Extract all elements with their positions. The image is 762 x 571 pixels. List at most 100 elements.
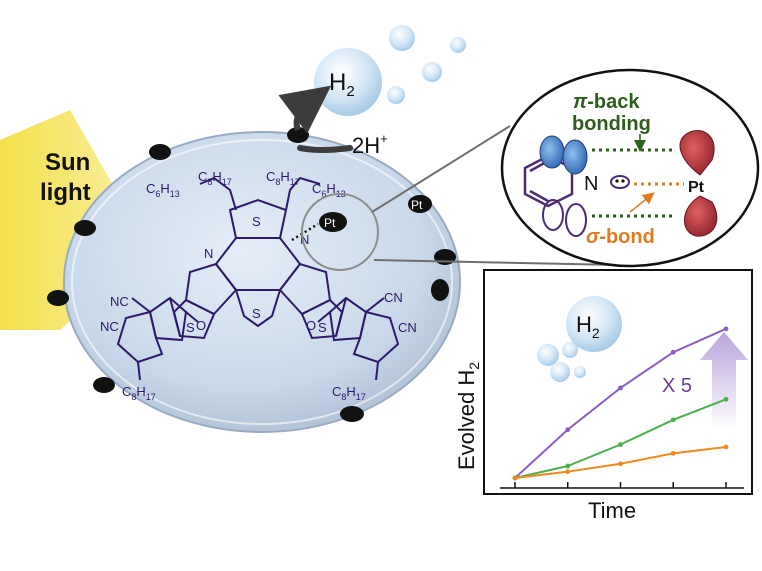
pt-particle	[47, 290, 69, 306]
small-bubble	[450, 37, 466, 53]
nitrogen-label: N	[584, 173, 598, 195]
series-point-2	[618, 461, 623, 467]
atom-s-top: S	[252, 214, 261, 229]
ketone-bond-left	[185, 311, 199, 323]
chart-series	[512, 326, 729, 481]
small-bubble	[387, 86, 405, 104]
series-point-0	[565, 427, 571, 433]
enhancement-annotation: X 5	[662, 375, 692, 397]
pt-coordinating-atom	[319, 212, 347, 232]
sunlight-label-line1: Sun	[45, 149, 90, 176]
pt-coordinating-label: Pt	[324, 216, 336, 230]
p-orbital-blue-icon	[539, 135, 565, 169]
chart-x-axis-title: Time	[588, 498, 636, 523]
atom-s-left: S	[186, 320, 195, 335]
branched-chain-right	[285, 176, 321, 211]
proton-label: 2H+	[352, 131, 388, 158]
series-point-1	[618, 442, 623, 447]
atom-o-right: O	[306, 318, 316, 333]
alkyl-c8h17-right: C8H17	[266, 169, 300, 187]
coordination-dotted-line	[291, 222, 319, 242]
branched-chain-left	[199, 176, 237, 211]
thiophene-ring-top	[228, 198, 288, 239]
series-point-2	[565, 469, 571, 475]
h2-bubble	[314, 48, 382, 116]
atom-n-right: N	[300, 232, 309, 247]
chart-y-axis-title: Evolved H2	[454, 362, 482, 470]
lone-pair-orbital-icon	[610, 175, 630, 189]
chart-bubble	[550, 362, 570, 382]
chart-bubble	[574, 366, 586, 378]
pt-particles	[47, 127, 456, 422]
pt-metal-label: Pt	[688, 179, 705, 196]
alkyl-c8h17-bottom-right: C8H17	[332, 384, 366, 402]
vinyl-right	[335, 297, 347, 337]
p-orbital-outline-icon	[542, 199, 564, 231]
small-bubble	[389, 25, 415, 51]
molecule-labels: C6H13 C8H17 C8H17 C6H13 N N S S S S O O …	[100, 169, 417, 402]
group-nc-top: NC	[110, 294, 129, 309]
molecule-structure	[116, 176, 400, 381]
series-point-1	[565, 463, 571, 469]
h2-bubble-label: H2	[329, 69, 355, 100]
series-point-0	[670, 349, 676, 355]
small-bubble	[422, 62, 442, 82]
group-cn-bottom: CN	[398, 320, 417, 335]
d-orbital-upper-icon	[679, 130, 715, 176]
x-axis-ticks	[514, 482, 727, 488]
indanone-left-five	[148, 296, 188, 342]
pi-back-bonding-line2: bonding	[572, 113, 651, 135]
zoom-circle	[301, 193, 379, 271]
ketone-bond-right	[317, 311, 331, 323]
atom-n-left: N	[204, 246, 213, 261]
zoom-connector-top	[371, 125, 511, 213]
thiophene-bottom	[234, 289, 282, 328]
atom-s-right: S	[318, 320, 327, 335]
atom-s-bottom: S	[252, 306, 261, 321]
octyl-bond-left	[137, 361, 141, 381]
chart-h2-bubble	[566, 296, 622, 352]
zoom-connector-bottom	[373, 259, 621, 266]
vinyl-left	[169, 297, 181, 337]
reaction-arrow-up	[278, 85, 332, 134]
series-point-2	[512, 475, 518, 481]
series-point-1	[723, 396, 729, 402]
indanone-right-five	[328, 296, 368, 342]
p-orbital-outline-icon	[565, 203, 587, 237]
disc-highlight	[71, 139, 453, 425]
series-point-2	[670, 450, 676, 456]
pt-particle-label: Pt	[411, 198, 423, 212]
group-cn-top: CN	[384, 290, 403, 305]
chart-bubble	[537, 344, 559, 366]
alkyl-c8h17-bottom-left: C8H17	[122, 384, 156, 402]
alkyl-c8h17-left: C8H17	[198, 169, 232, 187]
series-point-2	[723, 444, 729, 450]
pt-particle	[434, 249, 456, 265]
chart-panel	[483, 269, 753, 495]
pt-particle	[149, 144, 171, 160]
thiophene-right	[300, 298, 344, 340]
d-orbital-lower-icon	[684, 195, 718, 237]
pt-particle	[74, 220, 96, 236]
series-point-0	[723, 326, 729, 332]
dicyano-bond-right	[365, 297, 385, 313]
series-point-0	[618, 385, 623, 391]
pt-particle	[93, 377, 115, 393]
atom-o-left: O	[196, 318, 206, 333]
pi-back-bonding-line1: π-back	[573, 91, 640, 113]
reaction-arrow-down	[297, 145, 353, 153]
lone-pair-dot	[615, 179, 619, 183]
lone-pair-dot	[621, 179, 625, 183]
octyl-bond-right	[375, 361, 379, 381]
p-orbital-blue-icon	[562, 139, 588, 175]
pt-particle	[340, 406, 364, 422]
pt-particle-labeled	[408, 195, 432, 213]
sunlight-label-line2: light	[40, 179, 91, 206]
group-nc-bottom: NC	[100, 319, 119, 334]
alkyl-c6h13-left: C6H13	[146, 181, 180, 199]
chart-h2-label: H2	[576, 312, 600, 341]
thiophene-left	[172, 298, 216, 340]
pt-particle	[431, 279, 449, 301]
dicyano-bond-left	[131, 297, 151, 313]
